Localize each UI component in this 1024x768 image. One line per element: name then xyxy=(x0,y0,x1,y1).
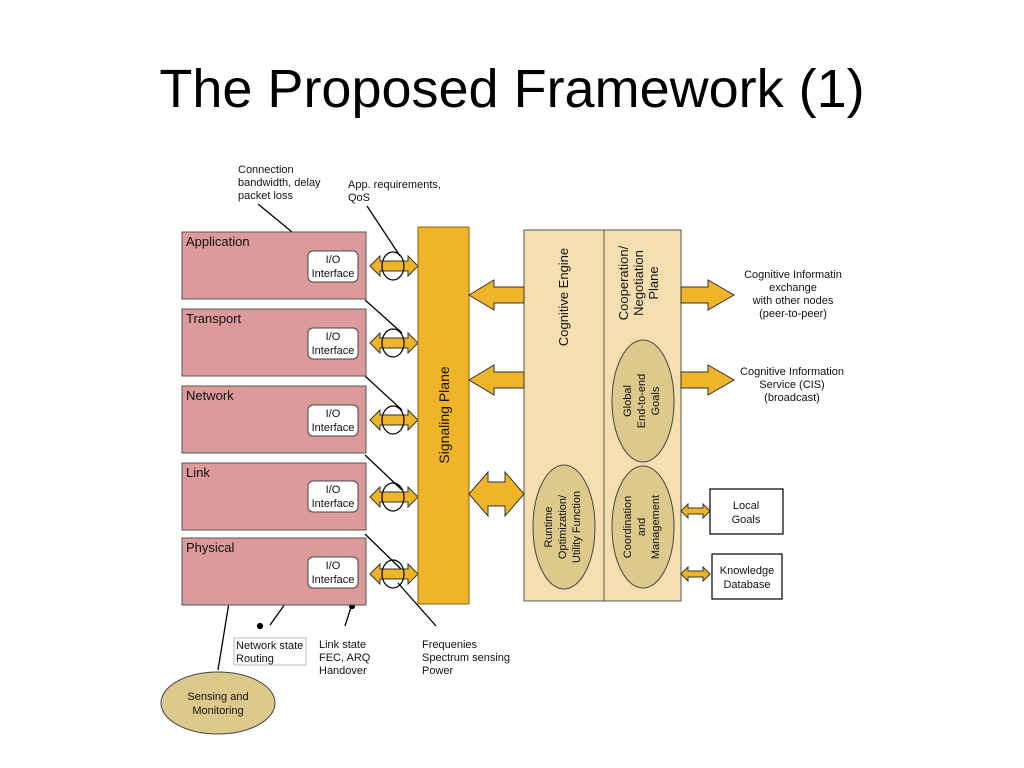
double-arrow-icon xyxy=(369,408,419,432)
layer-network: Network I/O Interface xyxy=(181,385,367,454)
double-arrow-icon xyxy=(468,470,525,518)
layer-link: Link I/O Interface xyxy=(181,462,367,531)
svg-text:Link state: Link state xyxy=(319,639,366,651)
svg-text:Knowledge: Knowledge xyxy=(720,565,774,577)
cis-label: Cognitive Information Service (CIS) (bro… xyxy=(740,366,844,404)
local-goals-box: Local Goals xyxy=(709,488,784,535)
signaling-plane: Signaling Plane xyxy=(417,226,470,605)
io-interface-label: I/O xyxy=(326,560,341,572)
left-arrow-icon xyxy=(468,279,525,311)
global-goals-label: Global xyxy=(622,385,634,417)
svg-text:Database: Database xyxy=(723,579,770,591)
double-arrow-icon xyxy=(369,331,419,355)
svg-text:App. requirements,: App. requirements, xyxy=(348,179,441,191)
svg-text:Network state: Network state xyxy=(236,640,303,652)
layer-arrows xyxy=(369,254,419,586)
svg-text:Goals: Goals xyxy=(650,386,662,415)
svg-text:Power: Power xyxy=(422,665,454,677)
svg-text:FEC, ARQ: FEC, ARQ xyxy=(319,652,371,664)
io-interface-label: I/O xyxy=(326,331,341,343)
layer-label: Transport xyxy=(186,311,242,326)
svg-text:packet loss: packet loss xyxy=(238,190,294,202)
svg-text:Local: Local xyxy=(733,500,759,512)
frequencies-annotation: Frequenies Spectrum sensing Power xyxy=(422,639,510,677)
svg-text:Goals: Goals xyxy=(732,514,761,526)
svg-text:Spectrum sensing: Spectrum sensing xyxy=(422,652,510,664)
svg-text:Interface: Interface xyxy=(312,422,355,434)
svg-text:Routing: Routing xyxy=(236,653,274,665)
coordination-label: Coordination xyxy=(622,496,634,558)
layer-physical: Physical I/O Interface xyxy=(181,537,367,606)
svg-text:Interface: Interface xyxy=(312,498,355,510)
layer-application: Application I/O Interface xyxy=(181,231,367,300)
cooperation-plane: Cooperation/ Negotiation Plane Global En… xyxy=(603,229,682,602)
layer-label: Physical xyxy=(186,540,235,555)
svg-text:End-to-end: End-to-end xyxy=(636,374,648,428)
svg-text:Negotiation: Negotiation xyxy=(631,250,646,316)
double-arrow-icon xyxy=(369,485,419,509)
double-arrow-icon xyxy=(369,562,419,586)
svg-text:Service (CIS): Service (CIS) xyxy=(759,379,824,391)
network-state-annotation: Network state Routing xyxy=(233,637,307,666)
svg-text:Plane: Plane xyxy=(646,266,661,299)
connection-annotation: Connection bandwidth, delay packet loss xyxy=(238,164,321,202)
svg-text:Frequenies: Frequenies xyxy=(422,639,478,651)
svg-text:Interface: Interface xyxy=(312,574,355,586)
left-arrow-icon xyxy=(468,364,525,396)
arrow-rings xyxy=(381,251,405,589)
svg-text:Interface: Interface xyxy=(312,268,355,280)
svg-text:Cognitive Informatin: Cognitive Informatin xyxy=(744,269,842,281)
svg-text:Utility Function: Utility Function xyxy=(571,491,583,563)
double-arrow-icon xyxy=(680,565,711,583)
signaling-plane-label: Signaling Plane xyxy=(436,366,452,464)
svg-text:(peer-to-peer): (peer-to-peer) xyxy=(759,308,827,320)
svg-text:bandwidth, delay: bandwidth, delay xyxy=(238,177,321,189)
io-interface-label: I/O xyxy=(326,254,341,266)
right-arrow-icon xyxy=(680,279,736,311)
link-state-annotation: Link state FEC, ARQ Handover xyxy=(319,639,371,677)
svg-text:Interface: Interface xyxy=(312,345,355,357)
knowledge-database-box: Knowledge Database xyxy=(711,553,783,600)
svg-text:Connection: Connection xyxy=(238,164,294,176)
p2p-label: Cognitive Informatin exchange with other… xyxy=(744,269,842,320)
sensing-monitoring: Sensing and Monitoring xyxy=(160,671,276,735)
svg-text:Cognitive Information: Cognitive Information xyxy=(740,366,844,378)
layer-label: Link xyxy=(186,465,210,480)
cooperation-label: Cooperation/ xyxy=(616,245,631,320)
layer-label: Application xyxy=(186,234,250,249)
svg-text:(broadcast): (broadcast) xyxy=(764,392,820,404)
engine-arrows xyxy=(468,279,525,518)
right-arrows xyxy=(680,279,736,583)
layer-transport: Transport I/O Interface xyxy=(181,308,367,377)
svg-text:with other nodes: with other nodes xyxy=(752,295,834,307)
cognitive-engine: Cognitive Engine Runtime Optimization/ U… xyxy=(523,229,605,602)
app-requirements-annotation: App. requirements, QoS xyxy=(348,179,441,204)
double-arrow-icon xyxy=(369,254,419,278)
svg-text:and: and xyxy=(636,518,648,536)
cognitive-engine-label: Cognitive Engine xyxy=(556,248,571,346)
svg-text:exchange: exchange xyxy=(769,282,817,294)
svg-text:Handover: Handover xyxy=(319,665,367,677)
io-interface-label: I/O xyxy=(326,484,341,496)
svg-text:Sensing and: Sensing and xyxy=(187,691,248,703)
right-arrow-icon xyxy=(680,364,736,396)
svg-text:Management: Management xyxy=(650,495,662,559)
double-arrow-icon xyxy=(680,502,711,520)
slide-title: The Proposed Framework (1) xyxy=(159,59,865,119)
layer-label: Network xyxy=(186,388,234,403)
io-interface-label: I/O xyxy=(326,408,341,420)
runtime-label: Runtime xyxy=(543,507,555,548)
svg-text:Optimization/: Optimization/ xyxy=(557,494,569,559)
svg-text:QoS: QoS xyxy=(348,192,370,204)
svg-text:Monitoring: Monitoring xyxy=(192,705,243,717)
